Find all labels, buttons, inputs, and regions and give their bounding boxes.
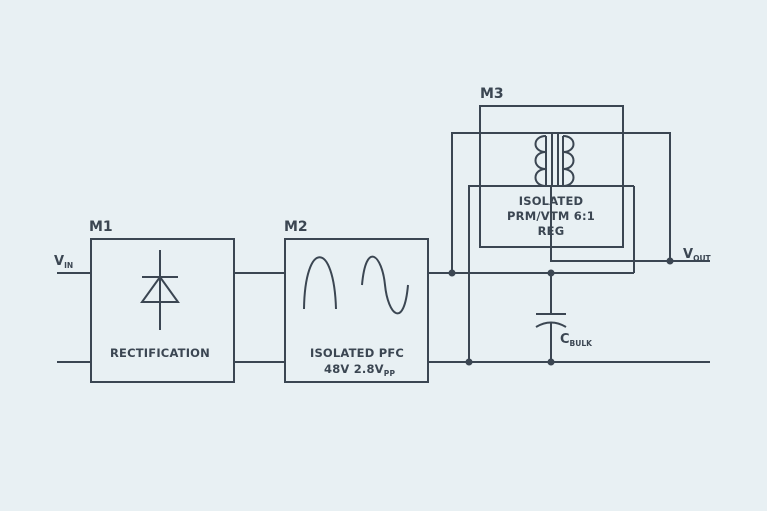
junction-dot bbox=[547, 269, 555, 277]
m1-text: RECTIFICATION bbox=[110, 346, 210, 360]
m3-label: M3 bbox=[480, 86, 504, 102]
vin-label: VIN bbox=[54, 254, 73, 270]
outer-loop-wire bbox=[451, 132, 671, 273]
junction-dot bbox=[448, 269, 456, 277]
junction-dot bbox=[465, 358, 473, 366]
m1-label: M1 bbox=[89, 219, 113, 235]
m2-line1: ISOLATED PFC bbox=[310, 346, 404, 360]
m2-block bbox=[284, 238, 429, 383]
m3-line3: REG bbox=[538, 224, 565, 238]
inner-loop-wire bbox=[468, 185, 634, 362]
diode-icon bbox=[140, 250, 180, 330]
junction-dot bbox=[666, 257, 674, 265]
rectified-wave-icon bbox=[303, 256, 337, 310]
cbulk-label: CBULK bbox=[560, 332, 593, 348]
sine-wave-icon bbox=[361, 255, 409, 315]
junction-dot bbox=[547, 358, 555, 366]
vout-label: VOUT bbox=[683, 247, 712, 263]
m3-line2: PRM/VTM 6:1 bbox=[507, 209, 595, 223]
m1-block bbox=[90, 238, 235, 383]
m3-line1: ISOLATED bbox=[519, 194, 584, 208]
vout-wire bbox=[550, 186, 710, 262]
transformer-icon bbox=[534, 134, 575, 187]
m2-line2: 48V 2.8VPP bbox=[324, 362, 395, 378]
m2-label: M2 bbox=[284, 219, 308, 235]
bulk-capacitor-icon bbox=[535, 273, 567, 362]
